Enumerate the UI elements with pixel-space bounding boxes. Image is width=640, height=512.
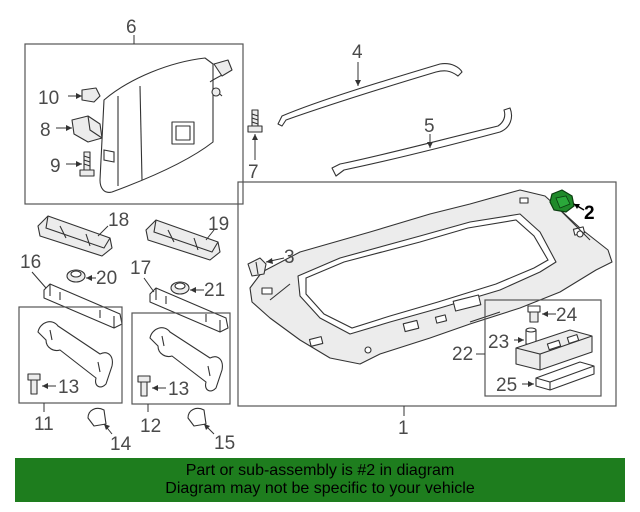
callout-4: 4 — [352, 42, 363, 63]
screw-13a[interactable] — [27, 373, 41, 395]
banner-line-2: Diagram may not be specific to your vehi… — [165, 480, 475, 497]
grab-handle-group-11: 11 13 — [18, 306, 123, 435]
callout-6: 6 — [126, 17, 137, 38]
roof-strip-5[interactable] — [331, 107, 513, 177]
headliner-group: 1 — [237, 181, 617, 439]
sun-visor[interactable] — [99, 57, 214, 193]
callout-5: 5 — [424, 116, 435, 137]
grab-handle-box-11 — [18, 306, 123, 404]
callout-12: 12 — [140, 416, 161, 437]
callout-11: 11 — [34, 414, 54, 435]
callout-7: 7 — [248, 162, 259, 183]
visor-clip-10[interactable] — [81, 87, 101, 103]
cover-14[interactable] — [87, 407, 107, 427]
callout-13b: 13 — [168, 379, 189, 400]
cap-20[interactable] — [66, 269, 86, 283]
callout-8: 8 — [40, 120, 51, 141]
dome-lamp-box — [484, 299, 602, 397]
callout-10: 10 — [38, 88, 59, 109]
banner-line-1: Part or sub-assembly is #2 in diagram — [185, 462, 455, 479]
sun-visor-group: 6 10 8 9 — [24, 17, 244, 205]
screw-13b[interactable] — [137, 375, 151, 397]
callout-16: 16 — [20, 252, 41, 273]
part-2-highlighted[interactable] — [549, 189, 575, 213]
visor-holder-8[interactable] — [71, 115, 103, 143]
callout-3: 3 — [284, 247, 295, 268]
info-banner: Part or sub-assembly is #2 in diagram Di… — [15, 458, 625, 502]
sunroof-opening — [297, 213, 557, 335]
callout-24: 24 — [556, 305, 578, 326]
bulb-24[interactable] — [527, 305, 541, 323]
callout-20: 20 — [96, 268, 117, 289]
grab-handle-box-12 — [131, 312, 231, 405]
callout-2: 2 — [584, 203, 595, 224]
parts-diagram: 6 10 8 9 — [18, 17, 617, 455]
rail-16[interactable] — [43, 283, 123, 329]
callout-13a: 13 — [58, 377, 79, 398]
callout-15: 15 — [214, 433, 235, 454]
roof-strip-4[interactable] — [277, 63, 463, 127]
grab-handle-12[interactable] — [149, 327, 223, 392]
callout-18: 18 — [108, 210, 129, 231]
socket-23[interactable] — [525, 327, 537, 345]
bracket-18[interactable] — [37, 215, 113, 257]
grab-handle-11[interactable] — [37, 321, 113, 388]
callout-9: 9 — [50, 156, 61, 177]
callout-1: 1 — [398, 418, 409, 439]
screw-7[interactable] — [247, 109, 263, 133]
callout-21: 21 — [204, 280, 225, 301]
callout-19: 19 — [208, 214, 229, 235]
callout-22: 22 — [452, 344, 473, 365]
cap-21[interactable] — [170, 281, 190, 295]
headliner-box — [237, 181, 617, 407]
callout-17: 17 — [130, 258, 151, 279]
dome-lamp-group: 22 24 23 25 — [452, 299, 602, 397]
grab-handle-group-12: 12 13 — [131, 312, 231, 437]
screw-9[interactable] — [79, 151, 95, 177]
callout-14: 14 — [110, 434, 132, 455]
cover-15[interactable] — [187, 407, 207, 427]
callout-23: 23 — [488, 332, 509, 353]
callout-25: 25 — [496, 375, 517, 396]
